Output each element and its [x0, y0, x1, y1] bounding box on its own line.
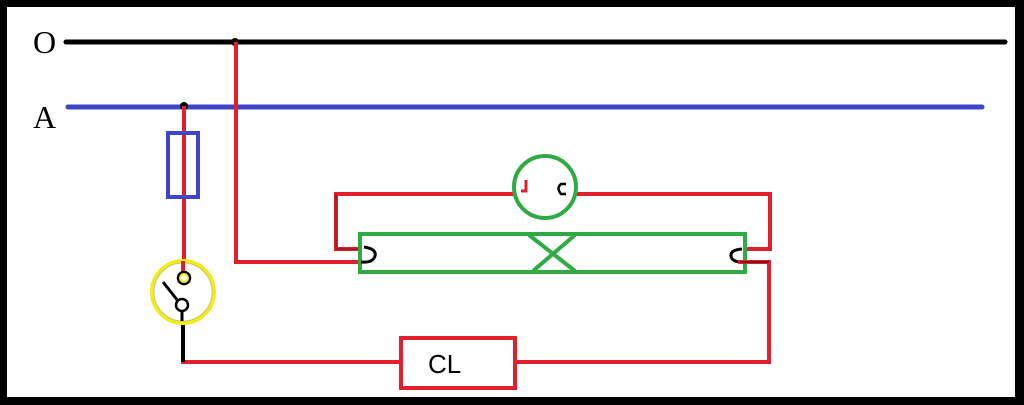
diagram-background [7, 7, 1015, 397]
fuse [166, 131, 200, 199]
switch-upper-terminal-highlight [179, 273, 189, 283]
starter-fixed-contact [557, 182, 566, 196]
left-filament [360, 245, 377, 264]
phase-line-label: A [33, 99, 56, 135]
starter [512, 154, 578, 220]
neutral-to-tube-wire [234, 42, 361, 264]
starter-bimetal-contact [521, 180, 528, 193]
ballast-label: CL [428, 349, 461, 379]
right-filament [729, 247, 743, 264]
tube-cross-stroke-2 [531, 233, 577, 273]
switch-lever [161, 281, 180, 302]
neutral-line-label: O [33, 24, 56, 60]
starter-right-wire [552, 192, 772, 251]
